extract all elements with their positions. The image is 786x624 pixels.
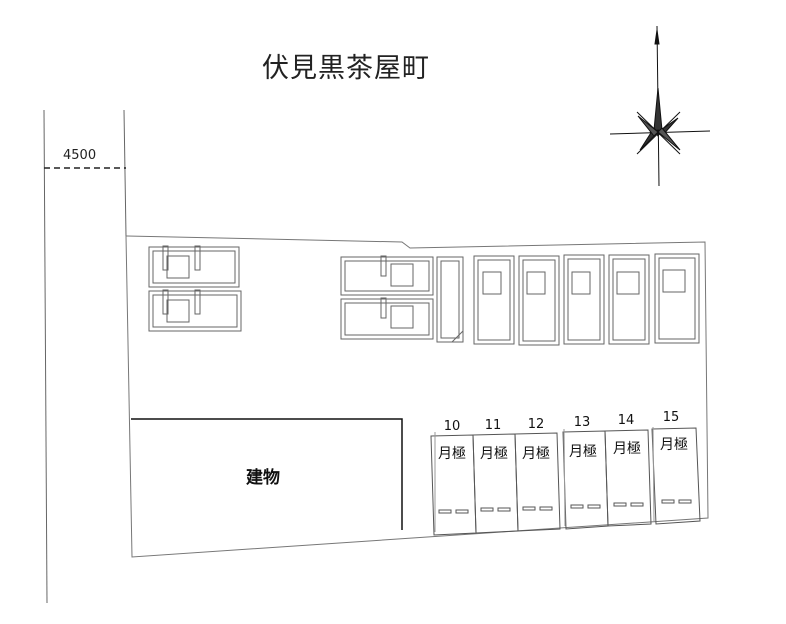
parking-space-number: 14 xyxy=(617,413,635,428)
parking-stall-12 xyxy=(514,432,561,532)
lot-boundary xyxy=(125,235,709,558)
parking-space-type: 月極 xyxy=(569,444,597,460)
parking-stall-15 xyxy=(651,427,701,525)
parking-space-number: 12 xyxy=(527,417,545,432)
parking-space-number: 15 xyxy=(662,410,680,425)
parking-stall-14 xyxy=(604,429,652,527)
parking-space-type: 月極 xyxy=(438,446,466,462)
parking-space-type: 月極 xyxy=(660,437,688,453)
road-width-label: 4500 xyxy=(63,148,97,163)
north-arrow-compass-icon xyxy=(609,25,711,187)
parking-unit-group-right xyxy=(473,253,700,346)
parking-space-number: 10 xyxy=(443,419,461,434)
map-title: 伏見黒茶屋町 xyxy=(262,53,430,84)
wheel-stoppers xyxy=(438,499,692,514)
parking-space-type: 月極 xyxy=(522,446,550,462)
parking-space-number: 13 xyxy=(573,415,591,430)
parking-unit-group-left xyxy=(148,245,242,332)
building-outline xyxy=(131,418,403,530)
road-edge-left xyxy=(43,109,48,604)
parking-space-type: 月極 xyxy=(613,441,641,457)
building-label: 建物 xyxy=(246,468,280,488)
car-parking-stalls xyxy=(430,426,701,536)
road-edge-right xyxy=(123,109,127,237)
parking-unit-group-middle xyxy=(340,255,464,343)
parking-space-number: 11 xyxy=(484,418,502,433)
parking-space-type: 月極 xyxy=(480,446,508,462)
